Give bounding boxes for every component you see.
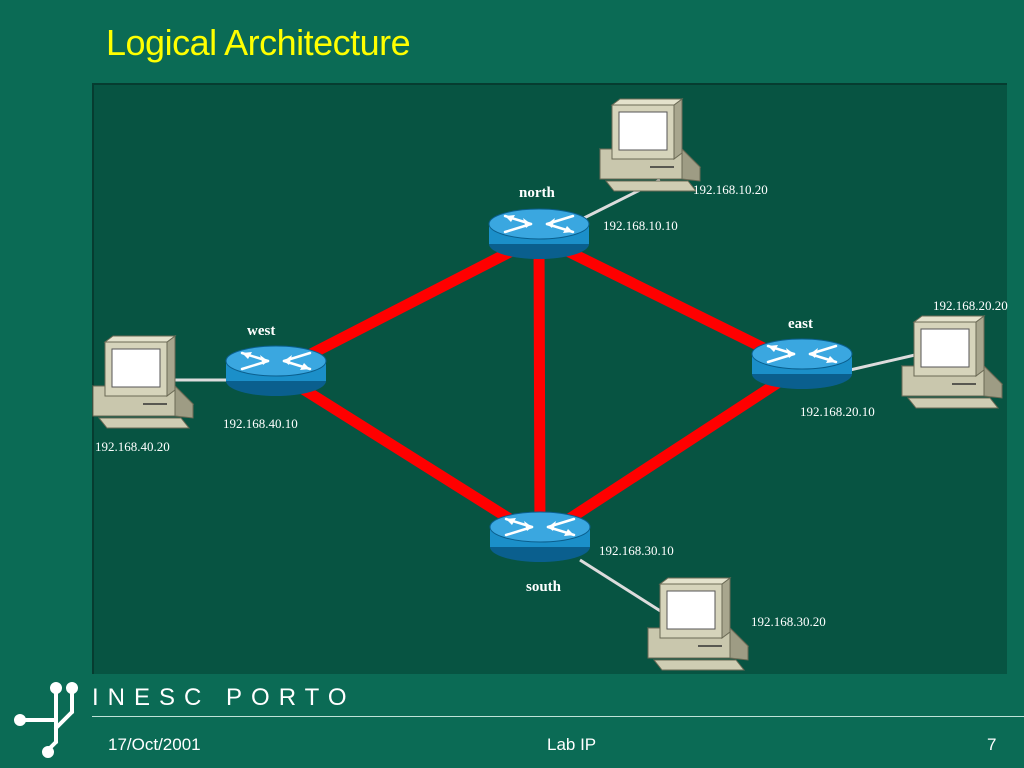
page-number: 7: [987, 735, 997, 754]
host-west-ip: 192.168.40.20: [95, 439, 170, 454]
cable-east: [849, 353, 916, 372]
router-south-name: south: [526, 579, 562, 595]
router-west-icon[interactable]: [224, 344, 328, 398]
footer-divider: [92, 716, 1024, 717]
host-north-ip: 192.168.10.20: [693, 182, 768, 197]
host-south-ip: 192.168.30.20: [751, 614, 826, 629]
link-west-south: [273, 367, 543, 543]
router-east-name: east: [788, 316, 813, 332]
host-north-icon[interactable]: [599, 98, 701, 192]
footer-title: Lab IP: [547, 735, 597, 754]
brand-name: INESC PORTO: [92, 684, 356, 711]
host-south-icon[interactable]: [647, 577, 749, 671]
router-east-icon[interactable]: [750, 337, 854, 391]
link-north-south: [533, 236, 546, 539]
router-north-name: north: [519, 185, 555, 201]
router-north-icon[interactable]: [487, 207, 591, 261]
link-east-south: [536, 362, 806, 543]
inesc-logo: [14, 682, 78, 758]
cable-south: [579, 558, 663, 614]
link-north-east: [536, 232, 805, 372]
router-north-ip: 192.168.10.10: [603, 218, 678, 233]
host-east-icon[interactable]: [901, 315, 1003, 409]
router-east-ip: 192.168.20.10: [800, 404, 875, 419]
slide-title: Logical Architecture: [106, 22, 411, 63]
link-north-west: [273, 232, 542, 377]
router-west-ip: 192.168.40.10: [223, 416, 298, 431]
router-south-ip: 192.168.30.10: [599, 543, 674, 558]
host-east-ip: 192.168.20.20: [933, 298, 1008, 313]
router-west-name: west: [247, 323, 276, 339]
router-south-icon[interactable]: [488, 510, 592, 564]
host-west-icon[interactable]: [92, 335, 194, 429]
footer-date: 17/Oct/2001: [108, 735, 201, 754]
